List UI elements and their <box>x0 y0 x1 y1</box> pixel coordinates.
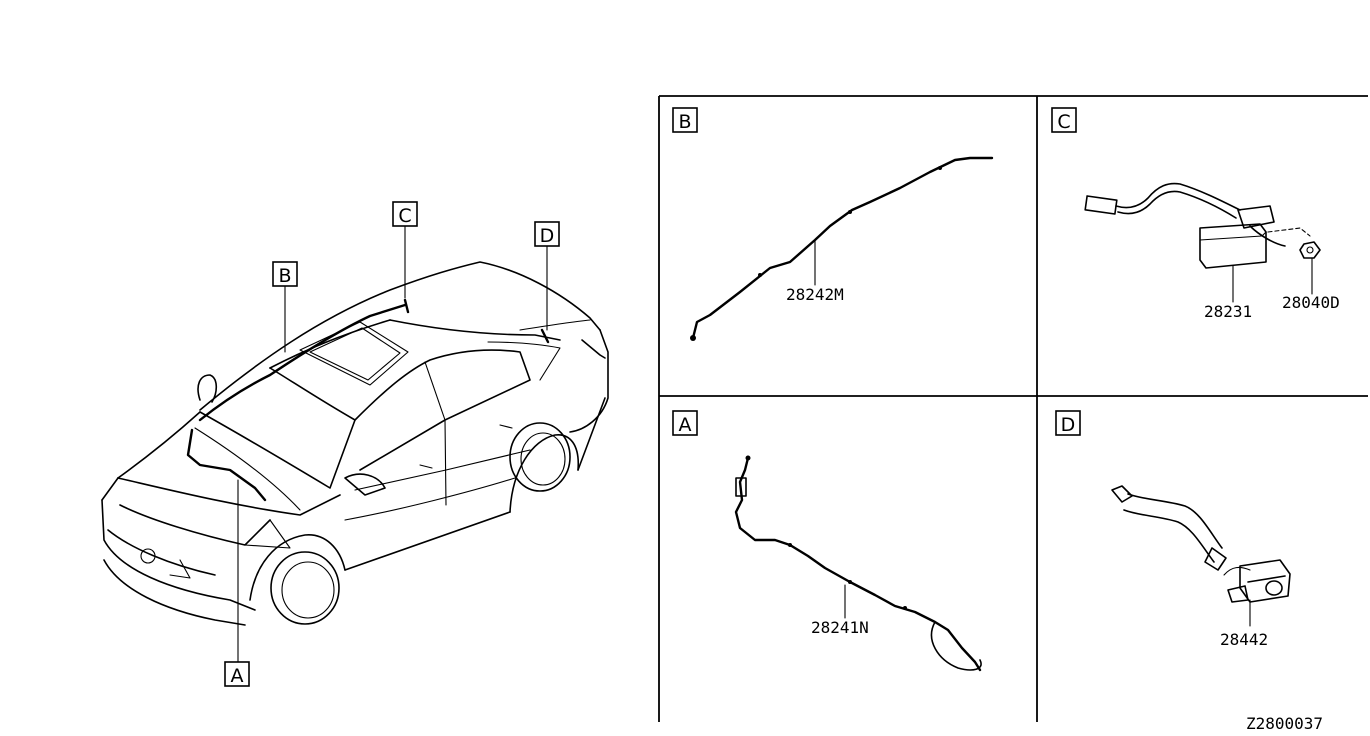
panel-c: C 28231 28040D <box>1051 107 1340 321</box>
svg-text:C: C <box>398 205 411 227</box>
car-harness-a <box>186 428 267 502</box>
harness-28241n <box>734 456 982 672</box>
part-number-28241n: 28241N <box>811 618 869 637</box>
callout-b: B <box>272 261 298 287</box>
panel-grid <box>658 95 1368 722</box>
part-number-28442: 28442 <box>1220 630 1268 649</box>
diagram-id: Z2800037 <box>1246 714 1323 733</box>
callout-a: A <box>224 661 250 687</box>
part-number-28242m: 28242M <box>786 285 844 304</box>
harness-28242m <box>691 156 994 340</box>
callout-c: C <box>392 201 418 227</box>
part-number-28040d: 28040D <box>1282 293 1340 312</box>
panel-b-tag: B <box>678 111 691 133</box>
car-harness-c <box>403 298 410 314</box>
svg-text:B: B <box>278 265 291 287</box>
panel-b: B 28242M <box>672 107 994 341</box>
car-harness-b <box>198 303 407 422</box>
svg-text:A: A <box>231 665 244 687</box>
panel-c-tag: C <box>1057 111 1070 133</box>
panel-d: D 28442 <box>1055 410 1291 649</box>
car-harness-d <box>540 328 550 344</box>
svg-text:D: D <box>540 225 555 247</box>
panel-a-tag: A <box>679 414 692 436</box>
callout-d: D <box>534 221 560 247</box>
panel-d-tag: D <box>1061 414 1076 436</box>
part-number-28231: 28231 <box>1204 302 1252 321</box>
car-illustration <box>101 225 609 663</box>
panel-a: A 28241N <box>672 410 982 672</box>
